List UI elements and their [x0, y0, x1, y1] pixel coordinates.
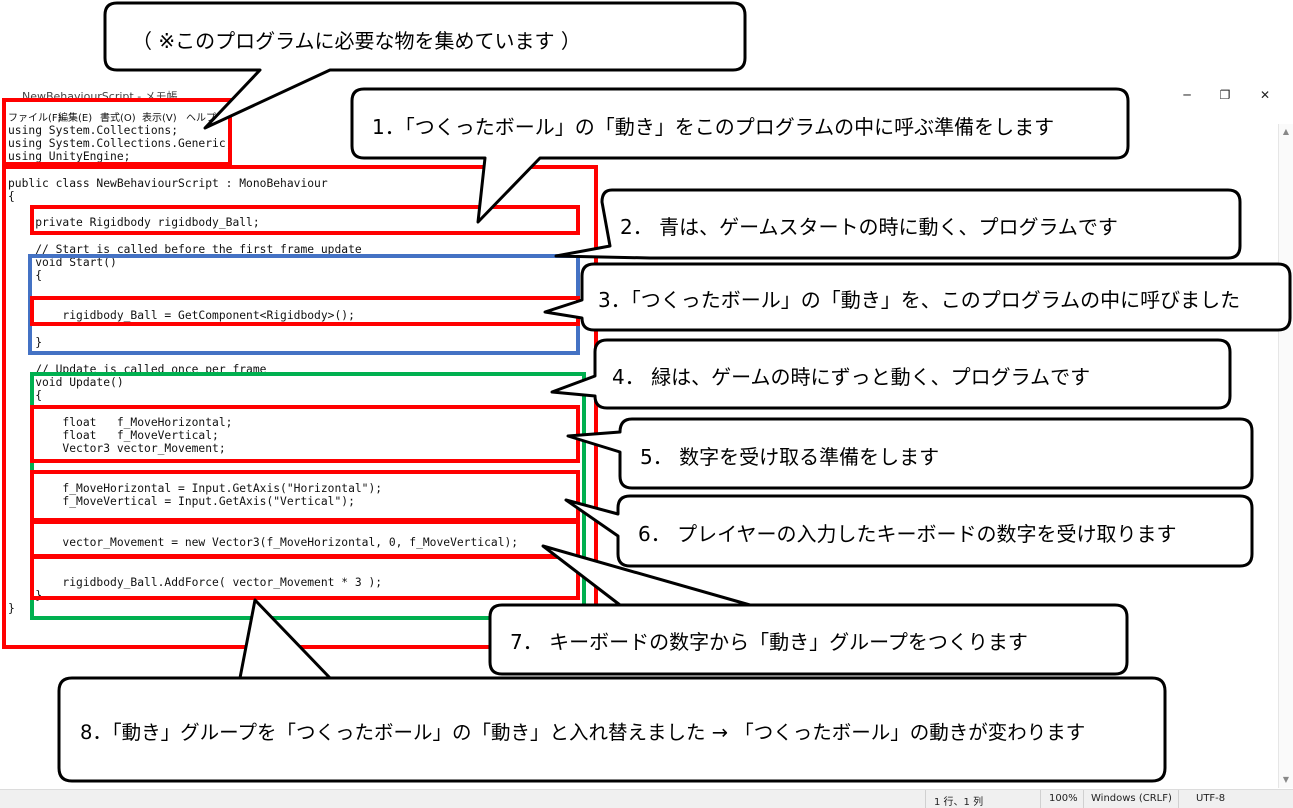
callout-8-bubble	[57, 598, 1167, 783]
using-highlight-box	[2, 98, 232, 166]
menu-view[interactable]: 表示(V)	[142, 113, 177, 124]
callout-8-text: 8．「動き」グループを「つくったボール」の「動き」と入れ替えました → 「つくっ…	[80, 721, 1086, 744]
code-line: {	[8, 269, 43, 282]
code-line: float f_MoveVertical;	[8, 429, 219, 442]
code-line: rigidbody_Ball = GetComponent<Rigidbody>…	[8, 309, 355, 322]
callout-4-text: 4． 緑は、ゲームの時にずっと動く、プログラムです	[612, 365, 1091, 389]
callout-2-bubble	[554, 188, 1242, 260]
code-line: float f_MoveHorizontal;	[8, 416, 233, 429]
code-line: using System.Collections;	[8, 124, 179, 137]
menu-format[interactable]: 書式(O)	[100, 113, 136, 124]
status-bar: 1 行、1 列 100% Windows (CRLF) UTF-8	[0, 789, 1293, 808]
menu-bar: ファイル(F) 編集(E) 書式(O) 表示(V) ヘルプ	[0, 108, 1293, 124]
code-line: // Start is called before the first fram…	[8, 243, 362, 256]
maximize-button[interactable]: ❐	[1219, 88, 1231, 102]
close-button[interactable]: ✕	[1259, 88, 1271, 102]
code-line: f_MoveHorizontal = Input.GetAxis("Horizo…	[8, 482, 383, 495]
code-line: {	[8, 389, 43, 402]
cursor-position: 1 行、1 列	[934, 797, 984, 808]
callout-7-bubble	[488, 544, 1129, 676]
callout-1-bubble	[350, 87, 1130, 224]
callout-3-bubble	[543, 262, 1292, 332]
rigidbody-field-box	[30, 205, 580, 235]
code-line: using System.Collections.Generic;	[8, 137, 233, 150]
code-line: void Start()	[8, 256, 117, 269]
code-line: using UnityEngine;	[8, 150, 131, 163]
scroll-down-icon[interactable]: ▼	[1282, 775, 1290, 784]
callout-top-text: （ ※このプログラムに必要な物を集めています ）	[132, 29, 581, 53]
code-line: }	[8, 336, 43, 349]
code-line: f_MoveVertical = Input.GetAxis("Vertical…	[8, 495, 355, 508]
code-line: void Update()	[8, 376, 124, 389]
callout-5-text: 5． 数字を受け取る準備をします	[640, 445, 940, 469]
callout-1-text: 1．「つくったボール」の「動き」をこのプログラムの中に呼ぶ準備をします	[372, 115, 1055, 139]
addforce-box	[30, 555, 580, 600]
code-line: rigidbody_Ball.AddForce( vector_Movement…	[8, 576, 383, 589]
code-line: vector_Movement = new Vector3(f_MoveHori…	[8, 536, 519, 549]
callout-4-bubble	[550, 338, 1232, 410]
code-line: Vector3 vector_Movement;	[8, 442, 226, 455]
code-line: private Rigidbody rigidbody_Ball;	[8, 216, 260, 229]
callout-7-text: 7． キーボードの数字から「動き」グループをつくります	[510, 630, 1028, 654]
code-line: public class NewBehaviourScript : MonoBe…	[8, 177, 328, 190]
scroll-up-icon[interactable]: ▲	[1282, 127, 1290, 136]
callout-3-text: 3．「つくったボール」の「動き」を、このプログラムの中に呼びました	[598, 288, 1241, 312]
menu-edit[interactable]: 編集(E)	[58, 113, 93, 124]
callout-6-bubble	[564, 494, 1254, 568]
code-line: }	[8, 602, 15, 615]
callout-5-bubble	[566, 417, 1254, 490]
code-line: }	[8, 589, 43, 602]
zoom-level: 100%	[1049, 793, 1078, 804]
menu-help[interactable]: ヘルプ	[186, 113, 216, 124]
minimize-button[interactable]: ─	[1183, 88, 1191, 102]
callout-2-text: 2． 青は、ゲームスタートの時に動く、プログラムです	[620, 215, 1118, 239]
callout-top-bubble	[103, 1, 747, 130]
menu-file[interactable]: ファイル(F)	[8, 113, 62, 124]
code-line: {	[8, 190, 15, 203]
line-ending: Windows (CRLF)	[1091, 793, 1172, 804]
encoding: UTF-8	[1196, 793, 1226, 804]
callout-6-text: 6． プレイヤーの入力したキーボードの数字を受け取ります	[638, 522, 1177, 546]
